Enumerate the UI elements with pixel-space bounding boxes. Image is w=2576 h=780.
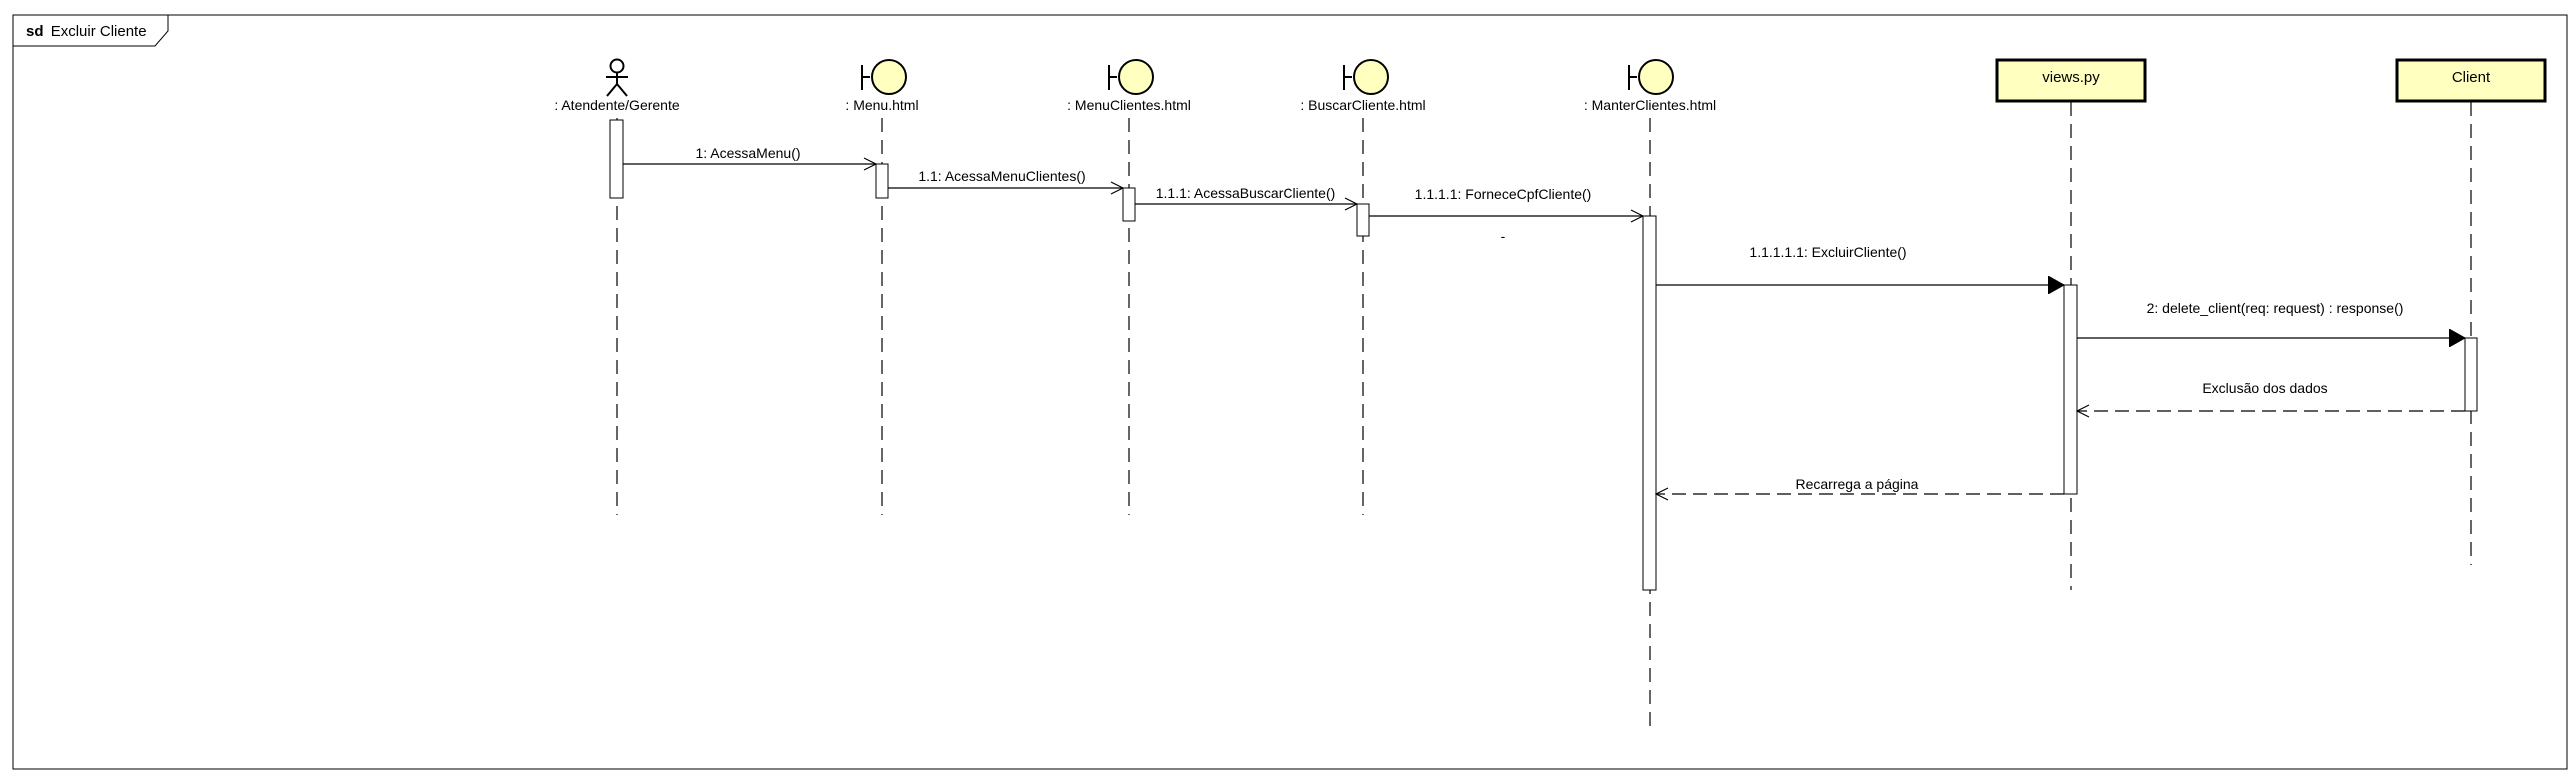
lifeline-client[interactable]: Client [2395, 58, 2547, 565]
lifeline-manter-clientes[interactable]: : ManterClientes.html [1584, 59, 1716, 728]
message-label: Exclusão dos dados [2202, 380, 2327, 396]
lifeline-label: : BuscarCliente.html [1300, 97, 1425, 113]
message-acessa-buscar-cliente[interactable]: 1.1.1: AcessaBuscarCliente() [1135, 185, 1357, 204]
boundary-icon [1343, 59, 1389, 95]
message-exclusao-dos-dados[interactable]: Exclusão dos dados [2077, 380, 2465, 411]
frame: sd Excluir Cliente [12, 14, 2568, 770]
actor-icon [606, 58, 628, 97]
activation-bar [1122, 187, 1136, 222]
message-label: 2: delete_client(req: request) : respons… [2147, 300, 2404, 316]
activation-bar [875, 163, 889, 199]
lifeline-label: Client [2452, 69, 2491, 86]
class-box [2395, 58, 2547, 103]
activation-bar [609, 119, 624, 199]
frame-tab [13, 15, 169, 47]
frame-border [12, 14, 2568, 770]
lifeline-label: views.py [2042, 69, 2100, 86]
message-guard: - [1501, 228, 1506, 244]
message-label: 1.1.1.1: ForneceCpfCliente() [1415, 186, 1592, 202]
lifeline-label: : ManterClientes.html [1584, 97, 1716, 113]
boundary-icon [1628, 59, 1674, 95]
message-label: 1.1.1: AcessaBuscarCliente() [1156, 185, 1336, 201]
lifeline-label: : Menu.html [845, 97, 918, 113]
lifeline-views[interactable]: views.py [1995, 58, 2147, 590]
lifeline-buscar-cliente[interactable]: : BuscarCliente.html [1300, 59, 1426, 515]
message-label: 1.1.1.1.1: ExcluirCliente() [1749, 244, 1906, 260]
message-acessa-menu-clientes[interactable]: 1.1: AcessaMenuClientes() [888, 168, 1123, 188]
class-box [1995, 58, 2147, 103]
lifeline-menu[interactable]: : Menu.html [845, 59, 919, 515]
message-recarrega-a-pagina[interactable]: Recarrega a página [1656, 476, 2064, 494]
message-label: Recarrega a página [1796, 476, 1919, 492]
activation-bar [1356, 203, 1370, 237]
lifeline-label: : Atendente/Gerente [554, 97, 680, 113]
lifeline-label: : MenuClientes.html [1067, 97, 1191, 113]
activation-bar [2464, 337, 2478, 412]
frame-name: Excluir Cliente [51, 23, 147, 40]
message-label: 1.1: AcessaMenuClientes() [918, 168, 1085, 184]
lifeline-menu-clientes[interactable]: : MenuClientes.html [1067, 59, 1191, 515]
frame-keyword: sd [26, 23, 44, 40]
boundary-icon [861, 59, 907, 95]
lifeline-actor[interactable]: : Atendente/Gerente [554, 58, 680, 516]
message-delete-client[interactable]: 2: delete_client(req: request) : respons… [2077, 300, 2465, 338]
frame-title: sd Excluir Cliente [26, 23, 147, 40]
message-label: 1: AcessaMenu() [695, 145, 800, 161]
activation-bar [2063, 284, 2078, 495]
message-acessa-menu[interactable]: 1: AcessaMenu() [623, 145, 876, 164]
activation-bar [1642, 215, 1657, 591]
boundary-icon [1108, 59, 1154, 95]
message-excluir-cliente[interactable]: 1.1.1.1.1: ExcluirCliente() [1656, 244, 2064, 285]
message-fornece-cpf-cliente[interactable]: 1.1.1.1: ForneceCpfCliente() - [1369, 186, 1643, 244]
